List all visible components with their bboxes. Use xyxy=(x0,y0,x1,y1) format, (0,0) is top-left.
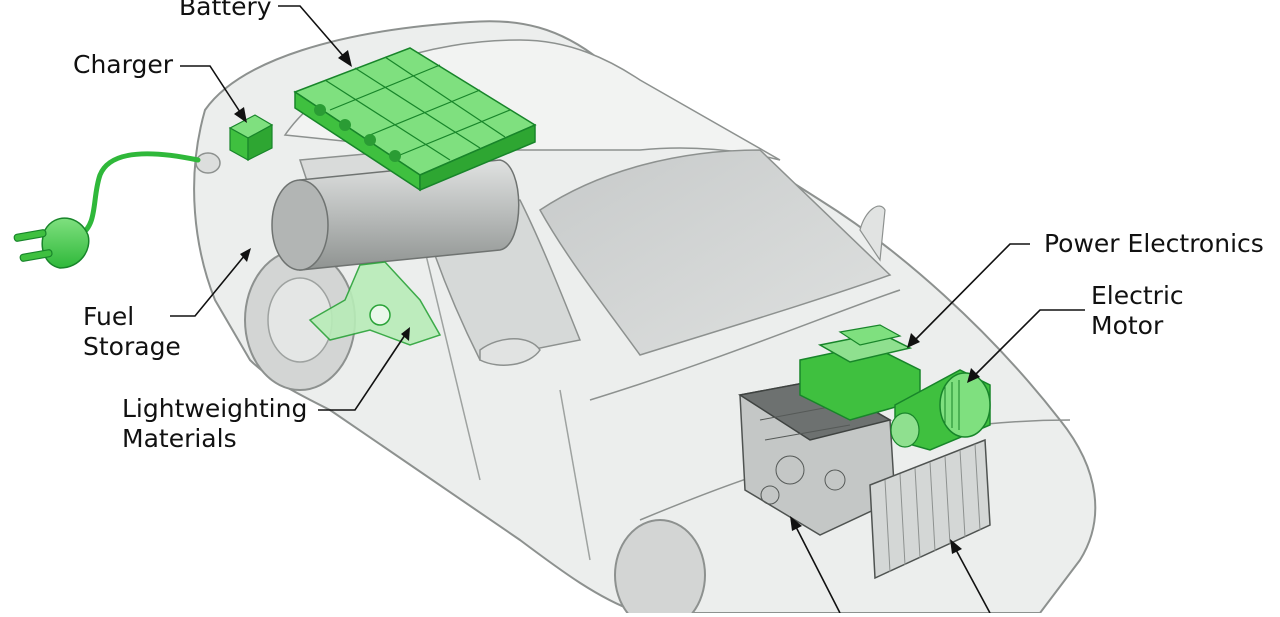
label-fuel-storage: Fuel Storage xyxy=(83,302,181,361)
plug-icon xyxy=(13,217,90,269)
label-battery: Battery xyxy=(179,0,272,21)
electric-motor-unit xyxy=(890,369,991,451)
battery-pack xyxy=(293,47,537,192)
radiator xyxy=(869,438,991,580)
lightweight-bracket xyxy=(308,261,442,346)
label-electric-motor: Electric Motor xyxy=(1091,281,1184,340)
charging-cable xyxy=(77,151,201,238)
arrowheads xyxy=(234,50,980,554)
label-power-electronics: Power Electronics xyxy=(1044,229,1264,258)
label-charger: Charger xyxy=(73,50,173,79)
fuel-tank xyxy=(271,159,520,271)
leader-lines xyxy=(170,5,1085,614)
charger-box xyxy=(228,114,274,162)
label-lightweighting-materials: Lightweighting Materials xyxy=(122,394,308,453)
